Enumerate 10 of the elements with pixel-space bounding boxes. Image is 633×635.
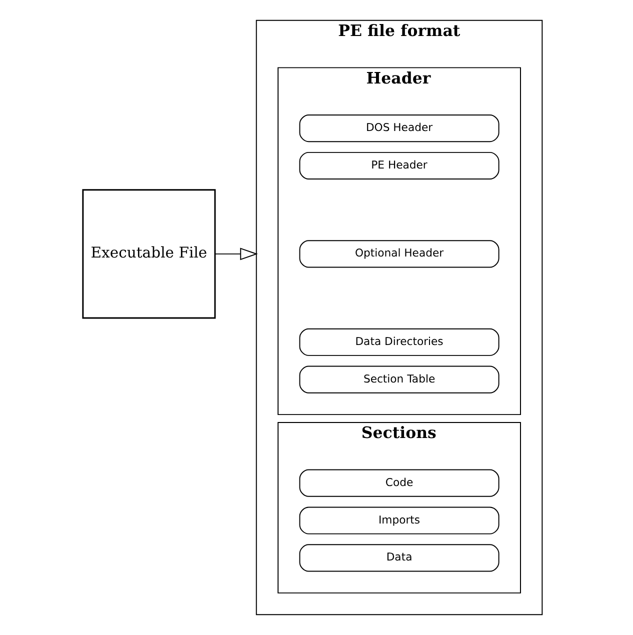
node-box: Data	[299, 544, 500, 572]
node-box: Optional Header	[299, 240, 500, 268]
node-box: Executable File	[82, 189, 216, 319]
node-box: Data Directories	[299, 328, 500, 356]
node-box: Code	[299, 469, 500, 497]
arrow	[214, 248, 258, 260]
node-box: DOS Header	[299, 114, 500, 142]
node-box: PE Header	[299, 152, 500, 180]
node-box: Imports	[299, 506, 500, 534]
node-box: Section Table	[299, 366, 500, 394]
